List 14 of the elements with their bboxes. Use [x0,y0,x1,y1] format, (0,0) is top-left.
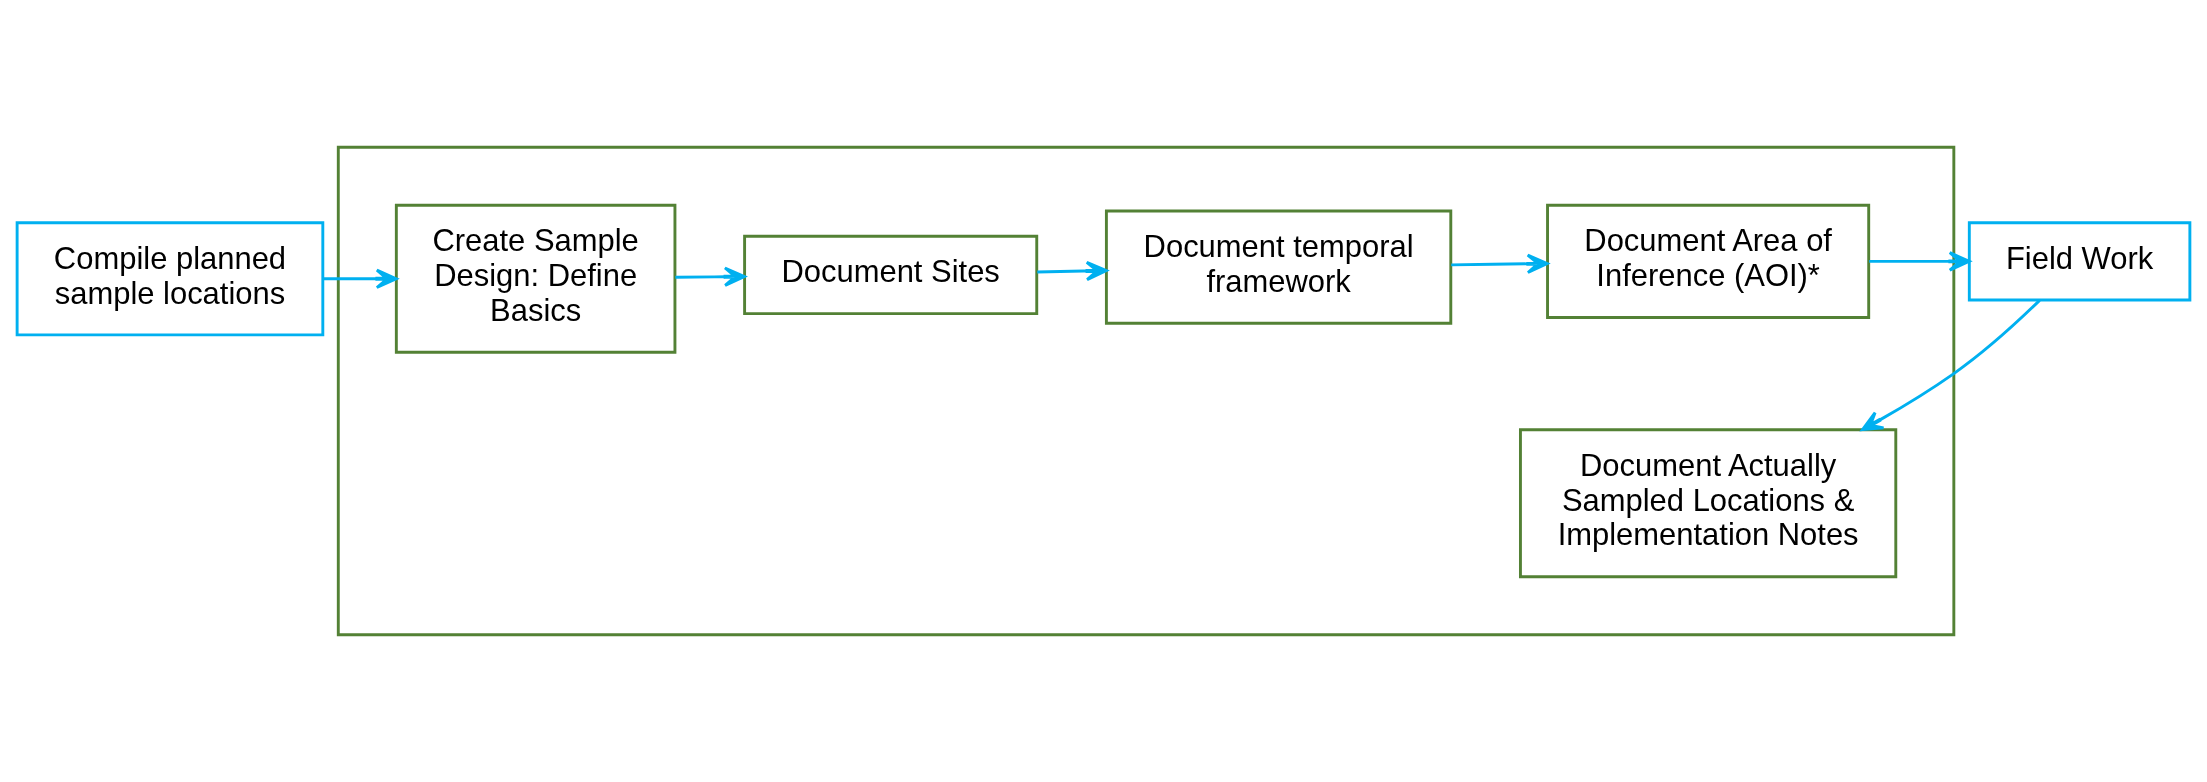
arrow [1869,251,1971,272]
node-box: Document temporal framework [1104,209,1453,325]
node-box: Compile planned sample locations [15,221,325,337]
node-box: Create Sample Design: Define Basics [394,203,677,354]
node-box: Document Sites [743,234,1039,316]
node-box: Field Work [1967,221,2192,302]
arrow [1037,260,1108,282]
node-box: Document Area of Inference (AOI)* [1546,203,1871,319]
cluster [336,145,1956,637]
arrow [1860,299,2041,432]
arrow [323,268,398,289]
node-box: Document Actually Sampled Locations & Implementation Notes [1519,428,1898,579]
arrow [1451,253,1549,274]
arrow [675,266,746,287]
